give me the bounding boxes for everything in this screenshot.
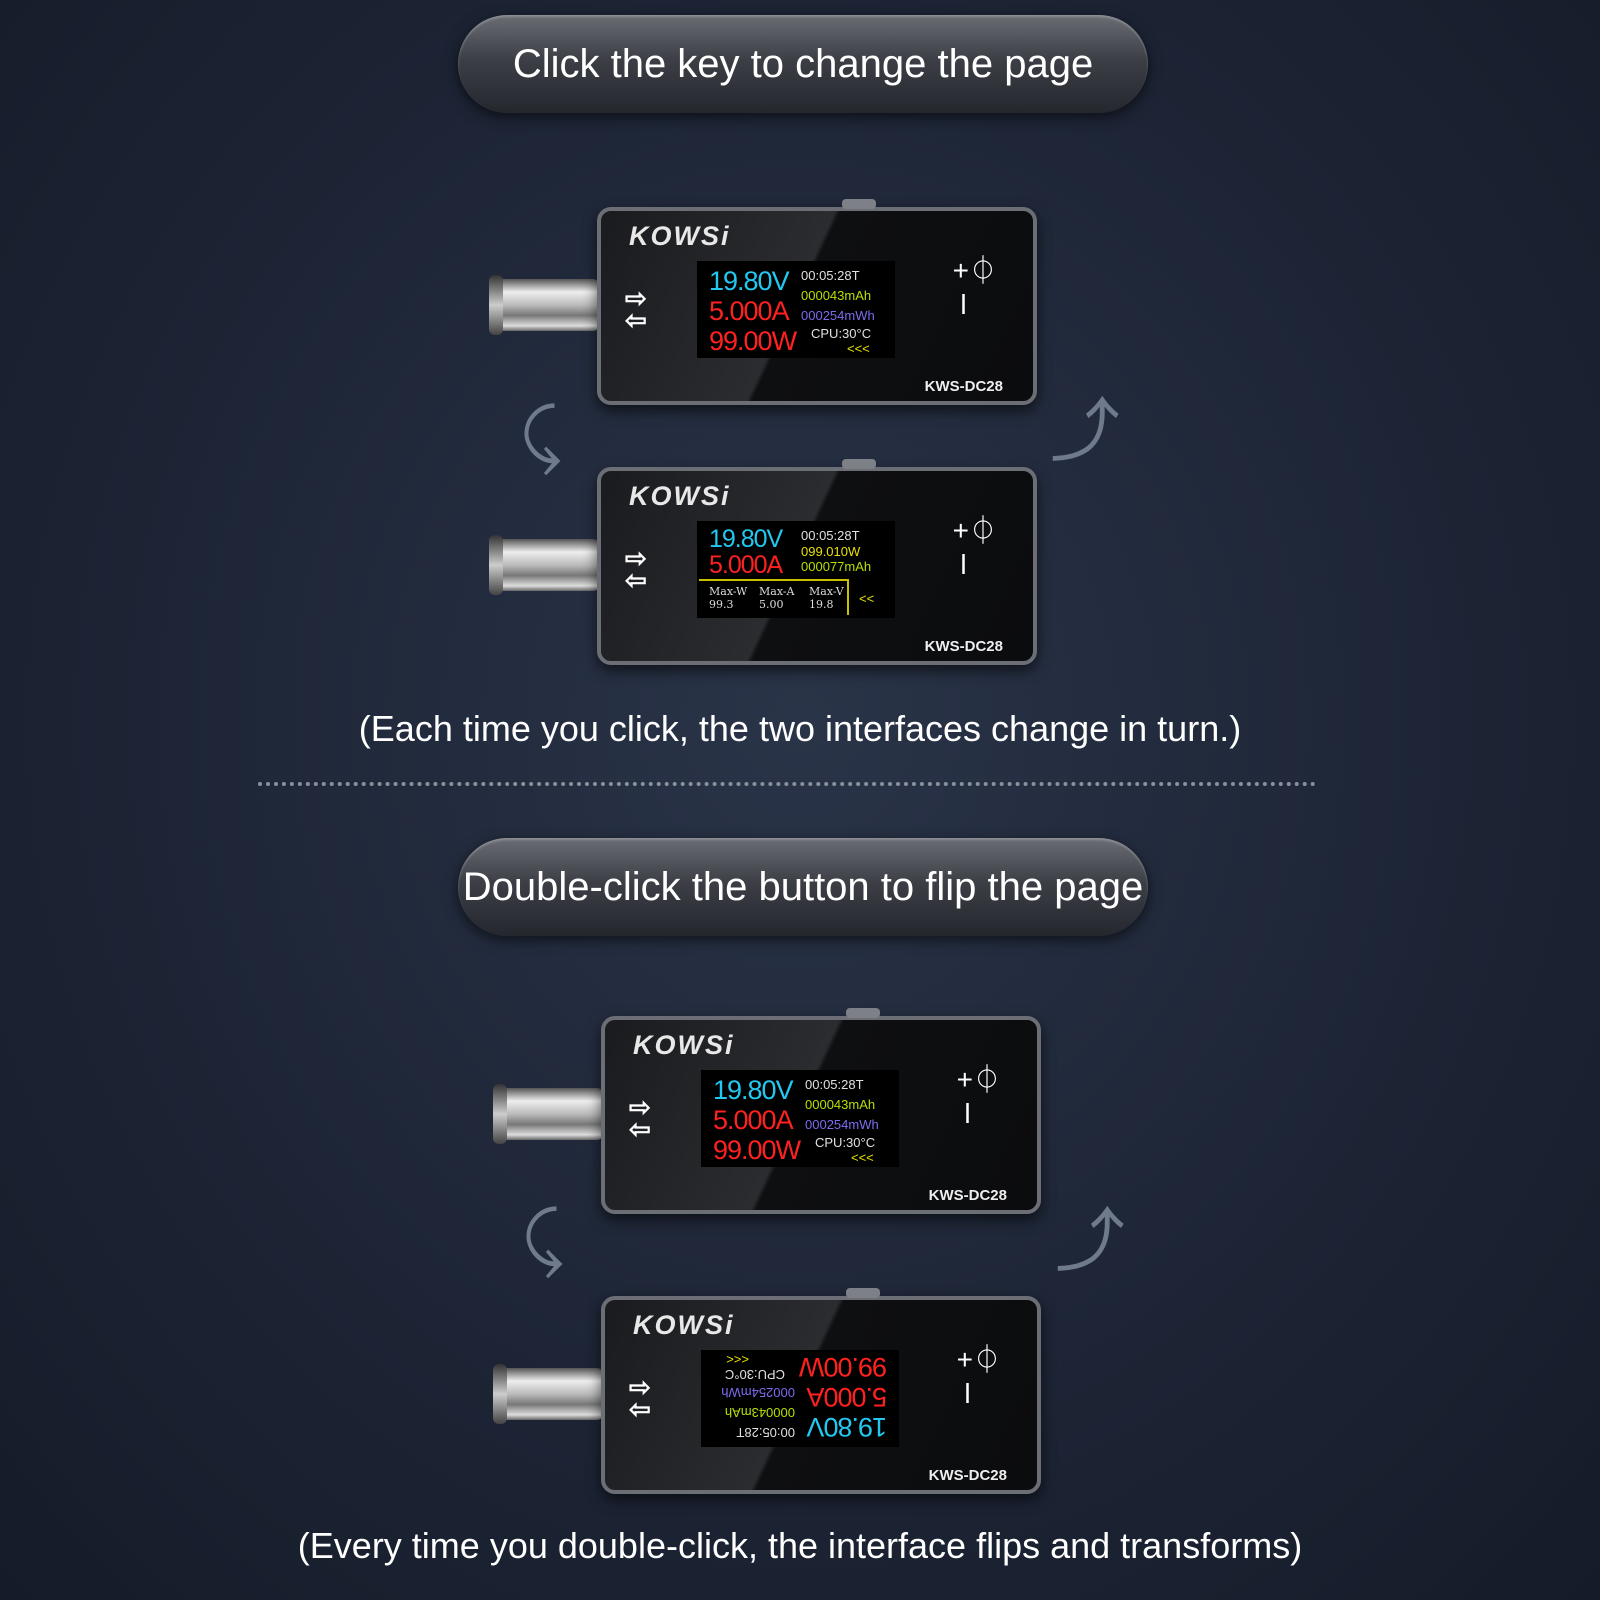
voltage-readout: 19.80V xyxy=(713,1075,794,1105)
max-value: 99.3 xyxy=(709,598,734,611)
dc-barrel-plug xyxy=(493,1084,603,1144)
curved-arrow-down-icon: ⤹ xyxy=(522,1199,564,1277)
plus-minus-switch-icon: +⏀ Ɩ xyxy=(956,1064,1001,1129)
cpu-temp: CPU:30°C xyxy=(815,1135,876,1150)
max-label: Max-V xyxy=(809,585,844,598)
top-caption: (Each time you click, the two interfaces… xyxy=(358,708,1242,749)
model-label: KWS-DC28 xyxy=(928,1467,1007,1484)
plus-minus-switch-icon: +⏀ Ɩ xyxy=(956,1344,1001,1409)
direction-chevrons: << xyxy=(859,591,875,606)
dc-barrel-plug xyxy=(493,1364,603,1424)
mwh-readout: 000254mWh xyxy=(721,1385,795,1400)
exchange-arrows-icon: ⇨⇦ xyxy=(629,1092,651,1144)
max-box xyxy=(699,579,849,615)
time-readout: 00:05:28T xyxy=(736,1425,795,1440)
screen-page-1-flipped: 19.80V 5.000A 99.00W 00:05:28T 000043mAh… xyxy=(701,1350,899,1447)
cpu-temp: CPU:30°C xyxy=(724,1367,785,1382)
mah-readout: 000043mAh xyxy=(805,1097,876,1112)
power-readout: 99.00W xyxy=(799,1352,887,1382)
divider xyxy=(258,782,1316,786)
key-button[interactable] xyxy=(846,1288,880,1298)
time-readout: 00:05:28T xyxy=(801,268,860,283)
current-readout: 5.000A xyxy=(713,1105,794,1135)
dc-barrel-plug xyxy=(489,275,599,335)
plus-minus-switch-icon: +⏀ Ɩ xyxy=(952,255,997,320)
brand-logo: KOWSi xyxy=(629,481,731,511)
mwh-readout: 000254mWh xyxy=(805,1117,879,1132)
voltage-readout: 19.80V xyxy=(807,1412,887,1442)
mwh-readout: 000254mWh xyxy=(801,308,875,323)
meter-device: KOWSi ⇨⇦ 19.80V 5.000A 99.00W 00:05:28T … xyxy=(489,199,1037,405)
curved-arrow-up-icon: ⤴ xyxy=(1055,1202,1125,1280)
direction-chevrons: <<< xyxy=(726,1352,749,1367)
top-banner: Click the key to change the page xyxy=(458,15,1148,113)
time-readout: 00:05:28T xyxy=(805,1077,864,1092)
max-label: Max-A xyxy=(759,585,795,598)
mah-readout: 000077mAh xyxy=(801,559,872,574)
current-readout: 5.000A xyxy=(709,296,790,326)
max-label: Max-W xyxy=(709,585,748,598)
cpu-temp: CPU:30°C xyxy=(811,326,872,341)
bottom-caption: (Every time you double-click, the interf… xyxy=(297,1525,1303,1566)
screen-page-1: 19.80V 5.000A 99.00W 00:05:28T 000043mAh… xyxy=(701,1070,899,1167)
power-readout: 99.00W xyxy=(709,326,797,356)
voltage-readout: 19.80V xyxy=(709,525,783,553)
mah-readout: 000043mAh xyxy=(724,1405,795,1420)
meter-device: KOWSi ⇨⇦ 19.80V 5.000A 00:05:28T 099.010… xyxy=(489,459,1037,665)
screen-page-2: 19.80V 5.000A 00:05:28T 099.010W 000077m… xyxy=(697,521,895,618)
direction-chevrons: <<< xyxy=(851,1150,874,1165)
max-value: 19.8 xyxy=(809,598,834,611)
model-label: KWS-DC28 xyxy=(928,1187,1007,1204)
bottom-banner: Double-click the button to flip the page xyxy=(458,838,1148,936)
meter-device: KOWSi ⇨⇦ 19.80V 5.000A 99.00W 00:05:28T … xyxy=(493,1008,1041,1214)
max-value: 5.00 xyxy=(759,598,784,611)
key-button[interactable] xyxy=(842,459,876,469)
meter-device: KOWSi ⇨⇦ 19.80V 5.000A 99.00W 00:05:28T … xyxy=(493,1288,1041,1494)
brand-logo: KOWSi xyxy=(633,1310,735,1340)
exchange-arrows-icon: ⇨⇦ xyxy=(625,283,647,335)
current-readout: 5.000A xyxy=(709,551,783,579)
brand-logo: KOWSi xyxy=(629,221,731,251)
brand-logo: KOWSi xyxy=(633,1030,735,1060)
mah-readout: 000043mAh xyxy=(801,288,872,303)
voltage-readout: 19.80V xyxy=(709,266,790,296)
dc-barrel-plug xyxy=(489,535,599,595)
time-readout: 00:05:28T xyxy=(801,528,860,543)
model-label: KWS-DC28 xyxy=(924,378,1003,395)
key-button[interactable] xyxy=(846,1008,880,1018)
direction-chevrons: <<< xyxy=(847,341,870,356)
screen-page-1: 19.80V 5.000A 99.00W 00:05:28T 000043mAh… xyxy=(697,261,895,358)
power-readout: 099.010W xyxy=(801,544,861,559)
key-button[interactable] xyxy=(842,199,876,209)
curved-arrow-down-icon: ⤹ xyxy=(520,396,562,474)
plus-minus-switch-icon: +⏀ Ɩ xyxy=(952,515,997,580)
exchange-arrows-icon: ⇨⇦ xyxy=(625,543,647,595)
curved-arrow-up-icon: ⤴ xyxy=(1050,392,1120,470)
model-label: KWS-DC28 xyxy=(924,638,1003,655)
exchange-arrows-icon: ⇨⇦ xyxy=(629,1372,651,1424)
current-readout: 5.000A xyxy=(807,1382,887,1412)
power-readout: 99.00W xyxy=(713,1135,801,1165)
